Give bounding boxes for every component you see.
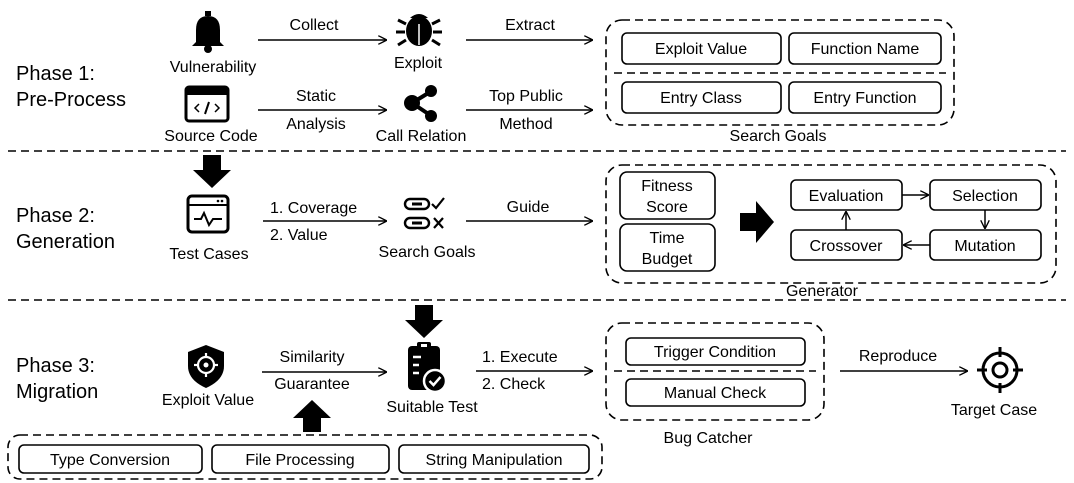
trigger-condition-box [625, 337, 806, 366]
static-label: Static [296, 88, 336, 105]
guarantee-label: Guarantee [274, 376, 350, 393]
pulse-window-icon [186, 194, 230, 234]
manual-check-label: Manual Check [664, 385, 767, 402]
time-label-line2: Budget [642, 251, 693, 268]
code-window-icon [184, 85, 230, 123]
bug-catcher-caption: Bug Catcher [664, 430, 754, 447]
mutation-label: Mutation [954, 238, 1015, 255]
shield-target-icon [188, 345, 224, 388]
goal-box-function-name [788, 32, 942, 65]
source-code-label: Source Code [164, 128, 257, 145]
file-processing-label: File Processing [245, 452, 354, 469]
share-node-icon [404, 85, 437, 122]
phase3-label-line2: Migration [16, 381, 98, 403]
goal-entry-class: Entry Class [660, 90, 742, 107]
top-public-label: Top Public [489, 88, 563, 105]
goal-function-name: Function Name [811, 41, 920, 58]
analysis-label: Analysis [286, 116, 346, 133]
type-conversion-box [18, 444, 203, 474]
search-goals-label: Search Goals [379, 244, 476, 261]
search-goals-caption: Search Goals [730, 128, 827, 145]
phase1-label-line2: Pre-Process [16, 89, 126, 111]
generator-flow-arrow [740, 201, 774, 243]
fitness-label-line1: Fitness [641, 178, 693, 195]
suitable-test-label: Suitable Test [386, 399, 478, 416]
goal-box-exploit-value [621, 32, 782, 65]
goal-box-entry-function [788, 81, 942, 114]
phase3-entry-arrow [405, 305, 443, 338]
type-conversion-label: Type Conversion [50, 452, 170, 469]
manual-check-box [625, 378, 806, 407]
clipboard-check-icon [408, 342, 448, 394]
selection-label: Selection [952, 188, 1018, 205]
vulnerability-label: Vulnerability [170, 59, 257, 76]
execute-label: 1. Execute [482, 349, 558, 366]
phase2-label-line2: Generation [16, 231, 115, 253]
guide-label: Guide [507, 199, 550, 216]
exploit-value-label: Exploit Value [162, 392, 254, 409]
generator-caption: Generator [786, 283, 859, 300]
toggle-check-icon [403, 197, 445, 230]
goal-entry-function: Entry Function [813, 90, 916, 107]
target-case-label: Target Case [951, 402, 1037, 419]
collect-label: Collect [290, 17, 339, 34]
guarantee-up-arrow [293, 400, 331, 432]
time-budget-box [619, 223, 716, 272]
exploit-label: Exploit [394, 55, 443, 72]
guarantees-group [7, 434, 603, 480]
string-manipulation-label: String Manipulation [426, 452, 563, 469]
goal-exploit-value: Exploit Value [655, 41, 747, 58]
check-label: 2. Check [482, 376, 546, 393]
fitness-label-line2: Score [646, 199, 688, 216]
bug-icon [396, 14, 442, 47]
call-relation-label: Call Relation [376, 128, 467, 145]
string-manipulation-box [398, 444, 590, 474]
goal-box-entry-class [621, 81, 782, 114]
value-label: 2. Value [270, 227, 328, 244]
search-goals-group [605, 19, 955, 126]
evaluation-label: Evaluation [809, 188, 884, 205]
crosshair-icon [977, 347, 1023, 393]
reproduce-label: Reproduce [859, 348, 937, 365]
coverage-label: 1. Coverage [270, 200, 357, 217]
test-cases-label: Test Cases [169, 246, 248, 263]
method-label: Method [499, 116, 552, 133]
bell-icon [192, 11, 224, 53]
time-label-line1: Time [650, 230, 685, 247]
phase1-label-line1: Phase 1: [16, 63, 95, 85]
bug-catcher-group [605, 322, 825, 421]
file-processing-box [211, 444, 390, 474]
phase2-label-line1: Phase 2: [16, 205, 95, 227]
crossover-label: Crossover [810, 238, 884, 255]
extract-label: Extract [505, 17, 555, 34]
phase3-label-line1: Phase 3: [16, 355, 95, 377]
trigger-condition-label: Trigger Condition [654, 344, 776, 361]
fitness-score-box [619, 171, 716, 220]
similarity-label: Similarity [280, 349, 345, 366]
generator-group [605, 164, 1057, 284]
phase2-entry-arrow [193, 155, 231, 188]
